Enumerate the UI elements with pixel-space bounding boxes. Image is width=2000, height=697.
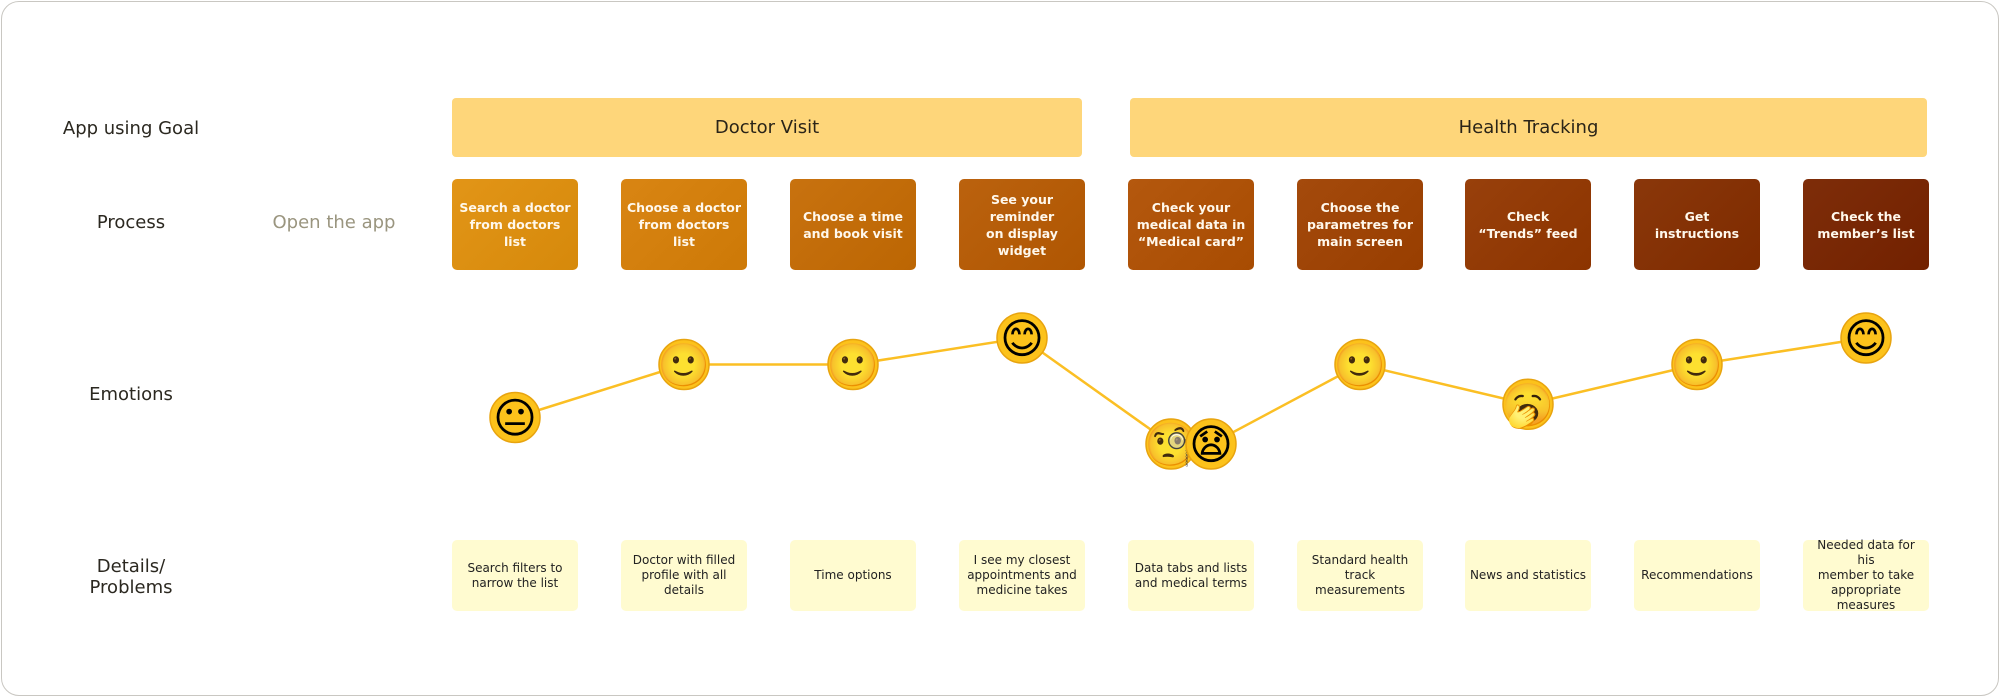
slightly-smiling-face-icon: 🙂 <box>658 341 710 390</box>
process-step: Choose a time and book visit <box>790 179 916 270</box>
row-label-process: Process <box>96 212 166 233</box>
detail-note: Time options <box>790 540 916 611</box>
detail-note: Search filters to narrow the list <box>452 540 578 611</box>
smiling-face-with-smiling-eyes-icon-bg <box>1840 312 1892 364</box>
emotion-line-segment <box>1696 336 1867 366</box>
slightly-smiling-face-icon-bg <box>1671 338 1723 391</box>
process-start-label: Open the app <box>272 212 396 233</box>
goal-health-tracking: Health Tracking <box>1130 98 1927 157</box>
process-step: Get instructions <box>1634 179 1760 270</box>
emotion-line-segment <box>852 336 1023 366</box>
process-step: Search a doctor from doctors list <box>452 179 578 270</box>
process-step: Check your medical data in “Medical card… <box>1128 179 1254 270</box>
goal-doctor-visit: Doctor Visit <box>452 98 1082 157</box>
smiling-face-with-smiling-eyes-icon: 😊 <box>1844 314 1888 363</box>
smiling-face-with-smiling-eyes-icon: 😊 <box>1000 314 1044 363</box>
emotion-line-segment <box>514 363 685 419</box>
slightly-smiling-face-icon: 🙂 <box>827 341 879 390</box>
detail-note: Data tabs and lists and medical terms <box>1128 540 1254 611</box>
slightly-smiling-face-icon-bg <box>1334 338 1386 391</box>
emotion-line-segment <box>1021 336 1172 446</box>
process-step: Check the member’s list <box>1803 179 1929 270</box>
process-step: See your reminder on display widget <box>959 179 1085 270</box>
emotion-line-segment <box>1527 363 1698 406</box>
smiling-face-with-smiling-eyes-icon-bg <box>996 312 1048 364</box>
emotion-line-segment <box>1210 363 1361 446</box>
row-label-goal: App using Goal <box>62 118 200 139</box>
yawning-face-icon: 🥱 <box>1502 380 1554 430</box>
slightly-smiling-face-icon-bg <box>827 338 879 391</box>
detail-note: Doctor with filled profile with all deta… <box>621 540 747 611</box>
detail-note: News and statistics <box>1465 540 1591 611</box>
row-label-emotions: Emotions <box>89 384 173 405</box>
slightly-smiling-face-icon: 🙂 <box>1671 341 1723 390</box>
process-step: Choose a doctor from doctors list <box>621 179 747 270</box>
process-step: Check “Trends” feed <box>1465 179 1591 270</box>
neutral-face-icon-bg <box>489 391 541 444</box>
detail-note: I see my closest appointments and medici… <box>959 540 1085 611</box>
detail-note: Standard health track measurements <box>1297 540 1423 611</box>
detail-note: Recommendations <box>1634 540 1760 611</box>
slightly-smiling-face-icon-bg <box>658 338 710 391</box>
emotion-line-segment <box>1359 363 1529 406</box>
monocle-and-frowning-face-icon: 😧 <box>1189 420 1233 469</box>
row-label-details: Details/ Problems <box>89 556 173 598</box>
process-step: Choose the parametres for main screen <box>1297 179 1423 270</box>
neutral-face-icon: 😐 <box>493 394 537 443</box>
slightly-smiling-face-icon: 🙂 <box>1334 341 1386 390</box>
detail-note: Needed data for his member to take appro… <box>1803 538 1929 612</box>
yawning-face-icon-bg <box>1502 378 1554 430</box>
monocle-and-frowning-face-icon-bg <box>1185 418 1237 470</box>
